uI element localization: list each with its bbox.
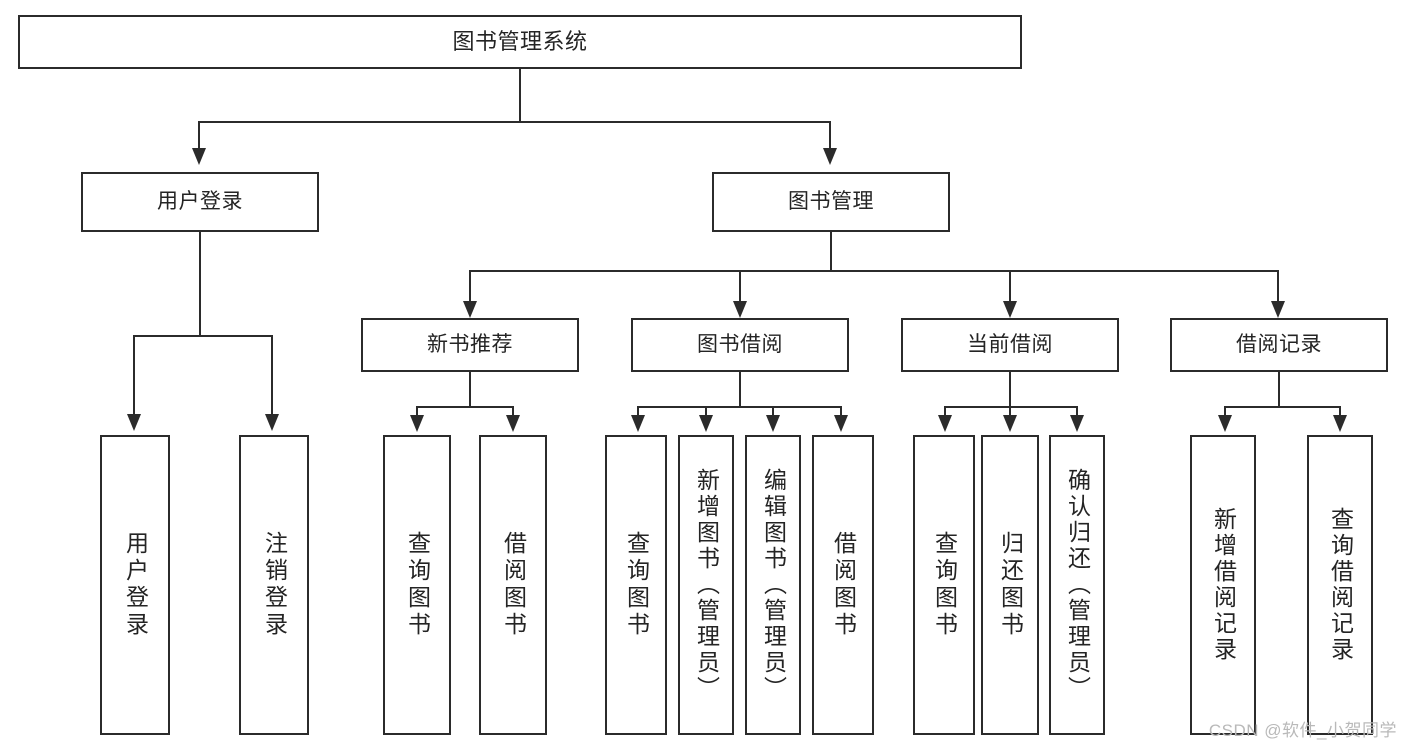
connector-book-borrow-bus bbox=[637, 406, 842, 408]
node-leaf-query-record-label: 查询借阅记录 bbox=[1327, 507, 1354, 663]
node-book-manage[interactable]: 图书管理 bbox=[712, 172, 950, 232]
node-leaf-query-book-1[interactable]: 查询图书 bbox=[383, 435, 451, 735]
connector-book-manage-leg-3 bbox=[1009, 270, 1011, 302]
connector-new-book-rec-leg-2 bbox=[512, 406, 514, 418]
arrow-to-leaf-query-record bbox=[1333, 415, 1347, 432]
arrow-to-leaf-edit-book bbox=[766, 415, 780, 432]
node-leaf-query-book-3-label: 查询图书 bbox=[931, 531, 958, 639]
arrow-to-leaf-add-book bbox=[699, 415, 713, 432]
arrow-to-leaf-query-book-2 bbox=[631, 415, 645, 432]
arrow-to-leaf-borrow-book-2 bbox=[834, 415, 848, 432]
node-leaf-query-record[interactable]: 查询借阅记录 bbox=[1307, 435, 1373, 735]
arrow-to-leaf-add-record bbox=[1218, 415, 1232, 432]
node-leaf-user-login[interactable]: 用户登录 bbox=[100, 435, 170, 735]
node-leaf-add-book[interactable]: 新增图书（管理员） bbox=[678, 435, 734, 735]
node-current-borrow-label: 当前借阅 bbox=[967, 332, 1053, 356]
connector-book-borrow-stem bbox=[739, 372, 741, 407]
node-current-borrow[interactable]: 当前借阅 bbox=[901, 318, 1119, 372]
connector-borrow-record-leg-2 bbox=[1339, 406, 1341, 418]
connector-new-book-rec-stem bbox=[469, 372, 471, 407]
node-leaf-query-book-1-label: 查询图书 bbox=[404, 531, 431, 639]
connector-root-leg-left bbox=[198, 121, 200, 149]
node-leaf-query-book-2-label: 查询图书 bbox=[623, 531, 650, 639]
node-leaf-logout-label: 注销登录 bbox=[261, 531, 288, 639]
arrow-to-leaf-logout bbox=[265, 414, 279, 431]
node-leaf-edit-book[interactable]: 编辑图书（管理员） bbox=[745, 435, 801, 735]
connector-current-borrow-bus bbox=[944, 406, 1078, 408]
node-user-login-label: 用户登录 bbox=[157, 189, 243, 213]
connector-borrow-record-stem bbox=[1278, 372, 1280, 407]
arrow-to-leaf-user-login bbox=[127, 414, 141, 431]
node-leaf-confirm-return[interactable]: 确认归还（管理员） bbox=[1049, 435, 1105, 735]
node-leaf-logout[interactable]: 注销登录 bbox=[239, 435, 309, 735]
connector-user-login-leg-2 bbox=[271, 335, 273, 415]
watermark: CSDN @软件_小贺同学 bbox=[1208, 721, 1397, 740]
node-new-book-rec-label: 新书推荐 bbox=[427, 332, 513, 356]
arrow-to-new-book-rec bbox=[463, 301, 477, 318]
node-borrow-record-label: 借阅记录 bbox=[1236, 332, 1322, 356]
arrow-to-current-borrow bbox=[1003, 301, 1017, 318]
connector-book-manage-stem bbox=[830, 232, 832, 271]
arrow-to-leaf-query-book-3 bbox=[938, 415, 952, 432]
node-leaf-query-book-2[interactable]: 查询图书 bbox=[605, 435, 667, 735]
arrow-to-borrow-record bbox=[1271, 301, 1285, 318]
connector-borrow-record-leg-1 bbox=[1224, 406, 1226, 418]
arrow-to-leaf-query-book-1 bbox=[410, 415, 424, 432]
node-user-login[interactable]: 用户登录 bbox=[81, 172, 319, 232]
connector-book-manage-leg-4 bbox=[1277, 270, 1279, 302]
connector-book-borrow-leg-4 bbox=[840, 406, 842, 418]
connector-user-login-stem bbox=[199, 232, 201, 336]
connector-current-borrow-leg-2 bbox=[1009, 406, 1011, 418]
node-leaf-add-book-label: 新增图书（管理员） bbox=[693, 468, 720, 702]
connector-book-manage-bus bbox=[469, 270, 1278, 272]
node-borrow-record[interactable]: 借阅记录 bbox=[1170, 318, 1388, 372]
node-new-book-rec[interactable]: 新书推荐 bbox=[361, 318, 579, 372]
node-leaf-return-book[interactable]: 归还图书 bbox=[981, 435, 1039, 735]
node-leaf-borrow-book-1-label: 借阅图书 bbox=[500, 531, 527, 639]
node-leaf-borrow-book-2-label: 借阅图书 bbox=[830, 531, 857, 639]
node-leaf-user-login-label: 用户登录 bbox=[122, 531, 149, 639]
connector-root-stem bbox=[519, 69, 521, 122]
node-root[interactable]: 图书管理系统 bbox=[18, 15, 1022, 69]
connector-current-borrow-stem bbox=[1009, 372, 1011, 407]
arrow-to-leaf-return-book bbox=[1003, 415, 1017, 432]
arrow-to-book-manage bbox=[823, 148, 837, 165]
connector-new-book-rec-leg-1 bbox=[416, 406, 418, 418]
node-leaf-query-book-3[interactable]: 查询图书 bbox=[913, 435, 975, 735]
arrow-to-leaf-confirm-return bbox=[1070, 415, 1084, 432]
connector-current-borrow-leg-3 bbox=[1076, 406, 1078, 418]
connector-root-bus bbox=[198, 121, 831, 123]
connector-current-borrow-leg-1 bbox=[944, 406, 946, 418]
connector-book-borrow-leg-1 bbox=[637, 406, 639, 418]
node-leaf-add-record[interactable]: 新增借阅记录 bbox=[1190, 435, 1256, 735]
node-leaf-borrow-book-2[interactable]: 借阅图书 bbox=[812, 435, 874, 735]
node-leaf-add-record-label: 新增借阅记录 bbox=[1210, 507, 1237, 663]
connector-new-book-rec-bus bbox=[416, 406, 514, 408]
node-leaf-edit-book-label: 编辑图书（管理员） bbox=[760, 468, 787, 702]
node-book-borrow[interactable]: 图书借阅 bbox=[631, 318, 849, 372]
node-book-borrow-label: 图书借阅 bbox=[697, 332, 783, 356]
node-book-manage-label: 图书管理 bbox=[788, 189, 874, 213]
connector-user-login-bus bbox=[133, 335, 272, 337]
connector-root-leg-right bbox=[829, 121, 831, 149]
arrow-to-book-borrow bbox=[733, 301, 747, 318]
node-leaf-confirm-return-label: 确认归还（管理员） bbox=[1064, 468, 1091, 702]
connector-book-borrow-leg-2 bbox=[705, 406, 707, 418]
arrow-to-leaf-borrow-book-1 bbox=[506, 415, 520, 432]
node-leaf-borrow-book-1[interactable]: 借阅图书 bbox=[479, 435, 547, 735]
connector-book-manage-leg-1 bbox=[469, 270, 471, 302]
connector-book-borrow-leg-3 bbox=[772, 406, 774, 418]
node-leaf-return-book-label: 归还图书 bbox=[997, 531, 1024, 639]
connector-borrow-record-bus bbox=[1224, 406, 1341, 408]
connector-user-login-leg-1 bbox=[133, 335, 135, 415]
node-root-label: 图书管理系统 bbox=[452, 29, 588, 55]
connector-book-manage-leg-2 bbox=[739, 270, 741, 302]
arrow-to-user-login bbox=[192, 148, 206, 165]
